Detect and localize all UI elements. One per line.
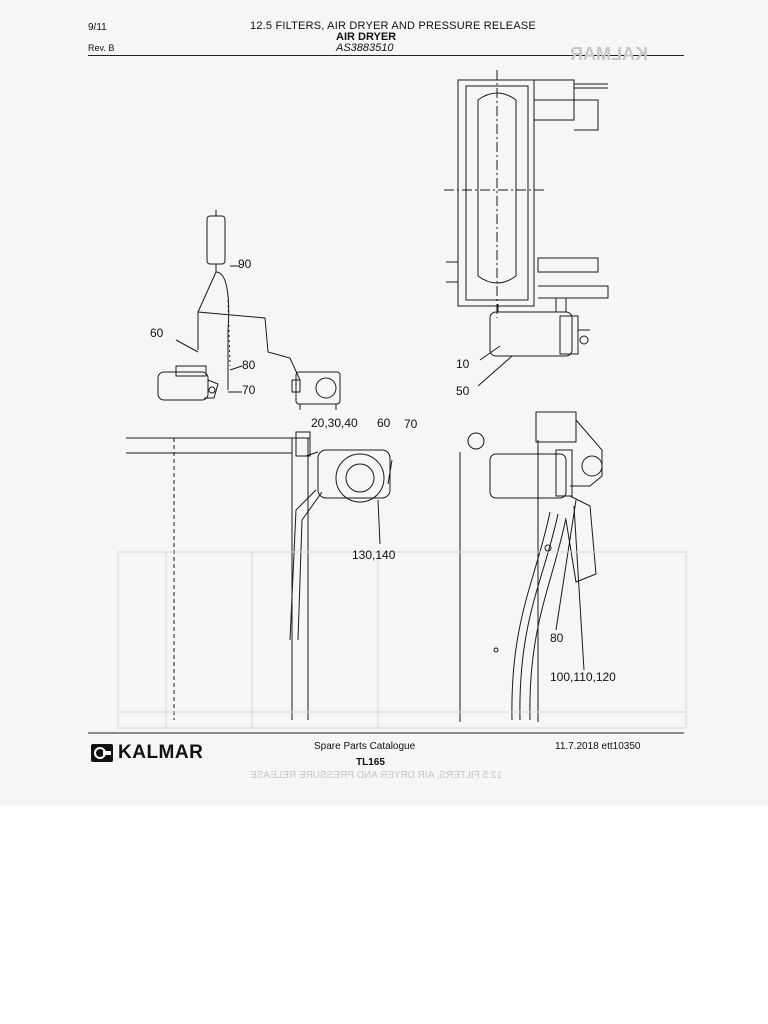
frame-rear-view	[459, 411, 603, 722]
callout-20-30-40: 20,30,40	[311, 416, 358, 430]
date-reference: 11.7.2018 ett10350	[555, 741, 641, 752]
frame-front-view	[126, 431, 393, 720]
callout-60-front: 60	[377, 416, 391, 430]
revision-label: Rev. B	[88, 43, 115, 53]
header-rule	[88, 55, 684, 56]
schematic-dryer	[291, 371, 341, 410]
schematic-air-tank	[197, 210, 301, 390]
catalogue-page: 9/11 Rev. B 12.5 FILTERS, AIR DRYER AND …	[88, 20, 687, 781]
model-label: TL165	[356, 757, 385, 768]
catalogue-label: Spare Parts Catalogue	[314, 741, 416, 752]
schematic-leaders	[175, 265, 243, 393]
callout-130-140: 130,140	[352, 548, 396, 562]
callout-50: 50	[456, 384, 470, 398]
callout-70-schematic: 70	[242, 383, 256, 397]
frame-side-view	[444, 70, 609, 318]
air-dryer-drawing	[88, 70, 687, 734]
callout-60-schematic: 60	[150, 326, 164, 340]
callout-70-front: 70	[404, 417, 418, 431]
callout-80-rear: 80	[550, 631, 564, 645]
brand-name: KALMAR	[118, 742, 204, 763]
callout-80-schematic: 80	[242, 358, 256, 372]
frame-air-dryer	[477, 298, 590, 387]
schematic-compressor	[157, 365, 219, 401]
section-title: 12.5 FILTERS, AIR DRYER AND PRESSURE REL…	[250, 20, 536, 32]
callout-10: 10	[456, 357, 470, 371]
callout-90: 90	[238, 257, 252, 271]
kalmar-logo-icon	[91, 744, 113, 762]
bleed-through-title: 12.5 FILTERS, AIR DRYER AND PRESSURE REL…	[250, 770, 502, 781]
bleed-through-table	[117, 551, 687, 729]
page-subtitle: AIR DRYER	[336, 31, 397, 43]
kalmar-logo: KALMAR	[90, 742, 203, 764]
callout-100-110-120: 100,110,120	[550, 670, 616, 684]
page-number: 9/11	[88, 22, 107, 33]
part-code: AS3883510	[336, 42, 394, 54]
